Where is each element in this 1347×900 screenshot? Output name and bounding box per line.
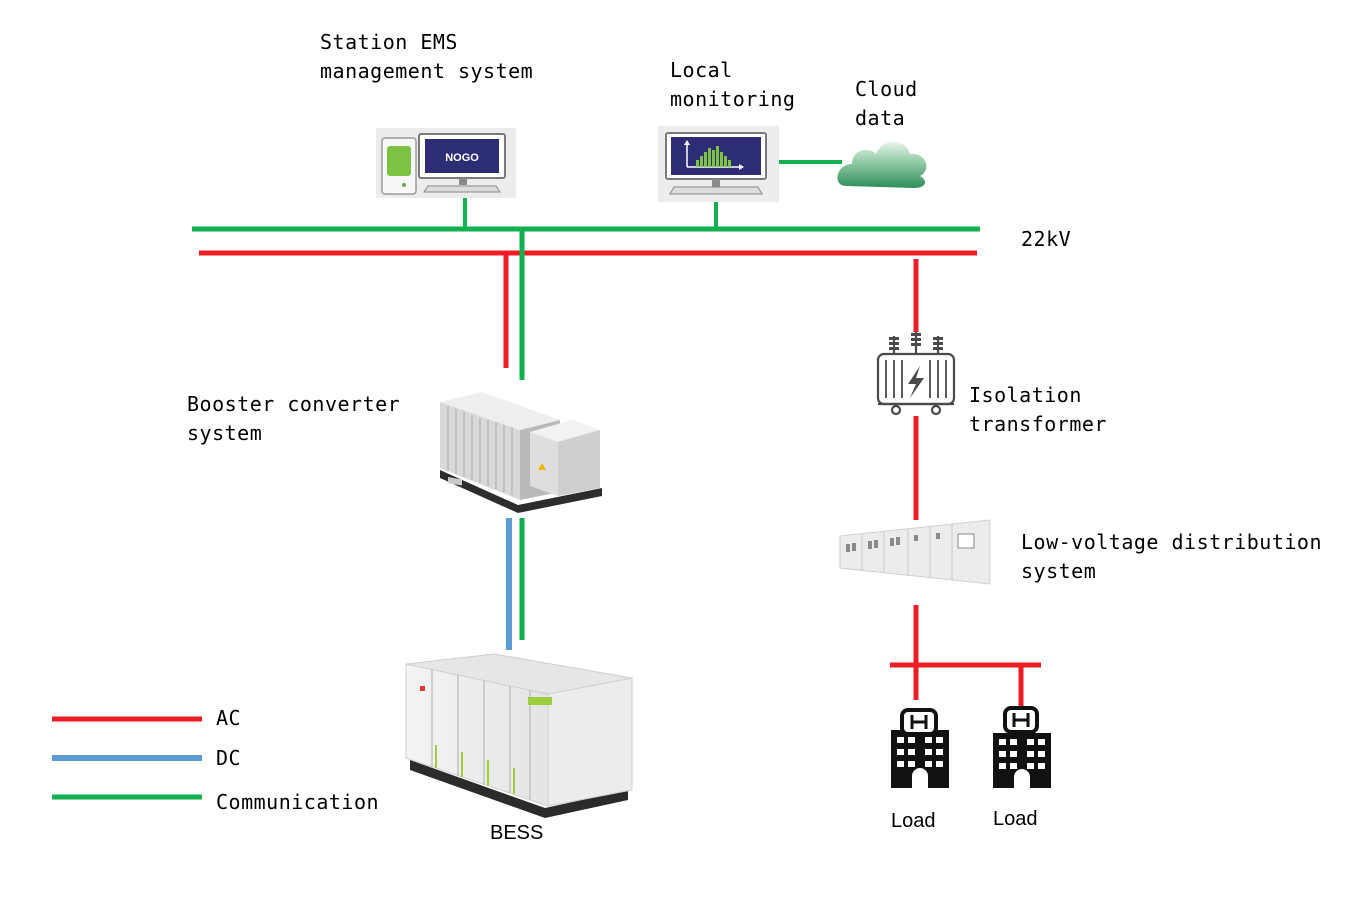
container-icon — [440, 392, 602, 513]
load-1-label: Load — [891, 810, 936, 832]
bess-label: BESS — [490, 822, 544, 844]
load-2-label: Load — [993, 808, 1038, 830]
legend-communication-label: Communication — [216, 790, 380, 814]
transformer-icon — [876, 332, 956, 416]
cloud-icon — [837, 142, 927, 188]
local-monitoring-label: Local monitoring — [670, 58, 796, 111]
cloud-data-label: Cloud data — [855, 77, 918, 130]
monitor-chart-icon — [658, 126, 779, 202]
building-icon — [891, 706, 1051, 788]
battery-container-icon — [405, 653, 633, 818]
legend-dc-label: DC — [216, 746, 242, 770]
isolation-transformer-label: Isolation transformer — [969, 383, 1107, 436]
lv-distribution-label: Low-voltage distribution system — [1021, 530, 1322, 583]
station-ems-label: Station EMS management system — [320, 30, 534, 83]
computer-icon — [376, 128, 516, 198]
switchgear-icon — [839, 519, 991, 585]
ems-screen-logo: NOGO — [445, 152, 479, 164]
bus-voltage-label: 22kV — [1021, 227, 1072, 251]
booster-converter-label: Booster converter system — [187, 392, 401, 445]
legend-ac-label: AC — [216, 706, 242, 730]
